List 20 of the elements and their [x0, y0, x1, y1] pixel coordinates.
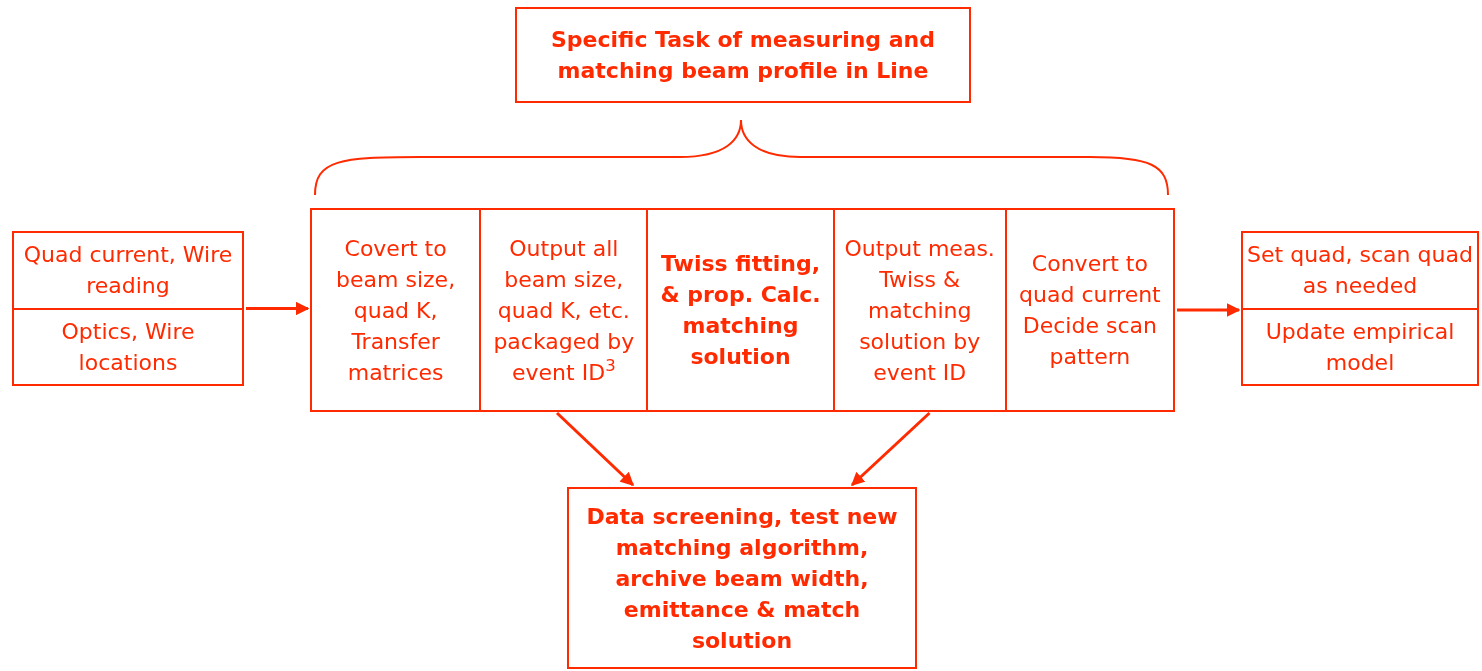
process-box	[515, 7, 971, 103]
arrow	[1177, 303, 1241, 317]
process-box	[567, 487, 917, 669]
node-text: Output all beam size, quad K, etc. packaged by event ID$^{3}$	[492, 234, 636, 387]
arrow	[555, 411, 635, 487]
arrow	[850, 411, 931, 487]
node-text: Covert to beam size, quad K, Transfer matrices	[335, 234, 457, 387]
process-table	[12, 231, 244, 386]
node-text: Set quad, scan quad as needed	[1247, 241, 1473, 301]
process-table	[310, 208, 1175, 412]
node-text: Update empirical model	[1264, 317, 1456, 377]
arrow	[246, 301, 310, 316]
node-text: Data screening, test new matching algorithm, archive beam width, emittance & match solution	[585, 502, 899, 655]
node-text: Output meas. Twiss & matching solution by event ID	[843, 234, 996, 387]
node-text: Specific Task of measuring and matching beam profile in Line	[550, 26, 936, 85]
node-text: Quad current, Wire reading	[22, 241, 234, 301]
process-table	[1241, 231, 1479, 386]
node-text: Convert to quad current Decide scan pattern	[1018, 250, 1162, 371]
node-text: Optics, Wire locations	[60, 317, 196, 377]
node-text: Twiss fitting, & prop. Calc. matching solution	[659, 250, 822, 371]
